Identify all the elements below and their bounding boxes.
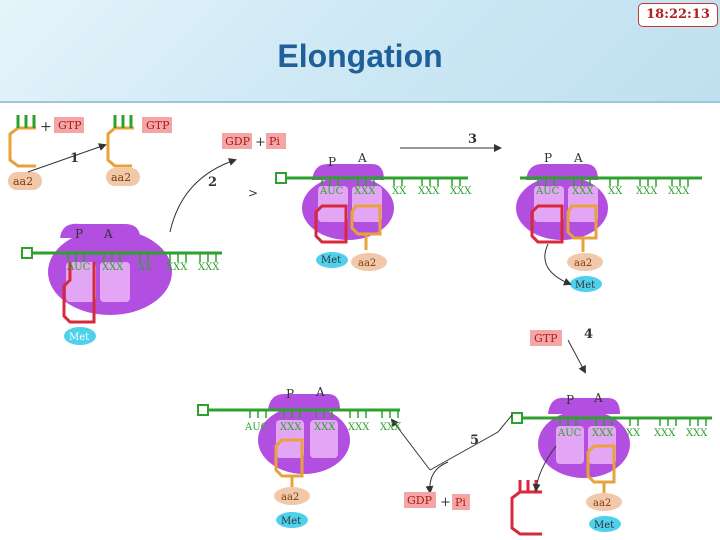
- met-label-tr: Met: [575, 280, 595, 291]
- ribosome-bottom-middle: [197, 393, 400, 528]
- met-label-bm: Met: [281, 516, 301, 527]
- codon-xxx-tr: XXX: [572, 186, 594, 197]
- peptidyl-transfer-arrow: [544, 243, 572, 286]
- plus-sign-3: +: [440, 495, 451, 510]
- step-2-label: 2: [208, 175, 217, 190]
- codon-xxx-tr-2: XXX: [636, 186, 658, 197]
- released-trna-icon: [510, 480, 542, 536]
- codon-xxx-left: XXX: [102, 262, 124, 273]
- a-site-label-tr: A: [573, 151, 583, 165]
- codon-xxx-left-3: XXX: [198, 262, 220, 273]
- aa2-blob-bound: [106, 168, 140, 186]
- gtp-label-bound: GTP: [146, 119, 170, 132]
- plus-sign: +: [40, 119, 52, 135]
- codon-xxx-bm-3: XXX: [348, 422, 370, 433]
- gdp-label: GDP: [225, 135, 251, 148]
- clock-badge: 18:22:13: [638, 3, 718, 27]
- codon-xx-tr: XX: [608, 186, 623, 197]
- a-site-label-left: A: [103, 227, 113, 241]
- codon-xxx-bm-4: XXX: [380, 422, 402, 433]
- pi-box-bottom: [452, 494, 470, 510]
- aa2-label-bm: aa2: [281, 492, 299, 503]
- codon-xxx-tr-3: XXX: [668, 186, 690, 197]
- aa2-label: aa2: [13, 175, 33, 188]
- codon-auc-bm: AUC: [244, 422, 269, 433]
- pi-label: Pi: [269, 135, 280, 148]
- step-4-arrow: [567, 339, 586, 374]
- codon-auc-left: AUC: [66, 262, 91, 273]
- a-site-label-top: A: [357, 151, 367, 165]
- slide-header: [0, 0, 720, 103]
- gdp-label-bottom: GDP: [407, 494, 433, 507]
- gtp-box-bound: [142, 117, 172, 133]
- header-divider: [0, 101, 720, 103]
- codon-auc-top: AUC: [319, 186, 344, 197]
- met-label-br: Met: [594, 520, 614, 531]
- met-label-left: Met: [69, 332, 89, 343]
- codon-xxx-top: XXX: [354, 186, 376, 197]
- gtp-box: [54, 117, 84, 133]
- codon-xxx-top-3: XXX: [450, 186, 472, 197]
- pi-label-bottom: Pi: [455, 496, 466, 509]
- codon-xxx-bm: XXX: [280, 422, 302, 433]
- ribosome-top-middle: [275, 163, 468, 271]
- trna-gtp-complex-icon: [106, 115, 134, 168]
- gdp-box-bottom: [404, 492, 436, 508]
- plus-sign-2: +: [255, 135, 266, 150]
- ribosome-top-right: [516, 163, 702, 292]
- p-site-label-br: P: [566, 393, 574, 407]
- pi-box: [266, 133, 286, 149]
- codon-xx-top: XX: [392, 186, 407, 197]
- translocation-arrow: [390, 418, 431, 471]
- aa2-label-br: aa2: [593, 498, 611, 509]
- aa2-label-top: aa2: [358, 258, 376, 269]
- step-5-arrow: [425, 461, 449, 494]
- step-5-label: 5: [470, 433, 479, 448]
- codon-xxx-left-2: XXX: [166, 262, 188, 273]
- met-label-top: Met: [321, 255, 341, 266]
- slide-title: Elongation: [277, 38, 443, 74]
- aa2-label-bound: aa2: [111, 171, 131, 184]
- p-site-label-left: P: [75, 227, 83, 241]
- step-1-arrow: [27, 143, 107, 173]
- gtp-label-step4: GTP: [534, 332, 558, 345]
- p-site-label-tr: P: [544, 151, 552, 165]
- p-site-label-bm: P: [286, 387, 294, 401]
- codon-xxx-bm-2: XXX: [314, 422, 336, 433]
- codon-xxx-top-2: XXX: [418, 186, 440, 197]
- gt-glyph: >: [248, 186, 258, 200]
- p-site-label-top: P: [328, 155, 336, 169]
- codon-xxx-br-3: XXX: [686, 428, 708, 439]
- aa2-label-tr: aa2: [574, 258, 592, 269]
- codon-xxx-br: XXX: [592, 428, 614, 439]
- step-5-line: [429, 414, 513, 471]
- step-3-label: 3: [468, 132, 477, 147]
- gtp-label: GTP: [58, 119, 82, 132]
- step-4-label: 4: [584, 327, 593, 342]
- step-2-arrow: [169, 158, 237, 233]
- codon-auc-br: AUC: [557, 428, 582, 439]
- codon-auc-tr: AUC: [535, 186, 560, 197]
- ribosome-left: [21, 223, 222, 345]
- codon-xx-br: XX: [626, 428, 641, 439]
- a-site-label-br: A: [593, 391, 603, 405]
- trna-orange-icon: [8, 115, 36, 168]
- gtp-box-step4: [530, 330, 562, 346]
- trna-release-arrow: [532, 445, 557, 492]
- ribosome-bottom-right: [511, 397, 712, 532]
- step-1-label: 1: [70, 151, 79, 166]
- a-site-label-bm: A: [315, 385, 325, 399]
- codon-xx-left: XX: [138, 262, 153, 273]
- gdp-box: [222, 133, 252, 149]
- aa2-blob: [8, 172, 42, 190]
- codon-xxx-br-2: XXX: [654, 428, 676, 439]
